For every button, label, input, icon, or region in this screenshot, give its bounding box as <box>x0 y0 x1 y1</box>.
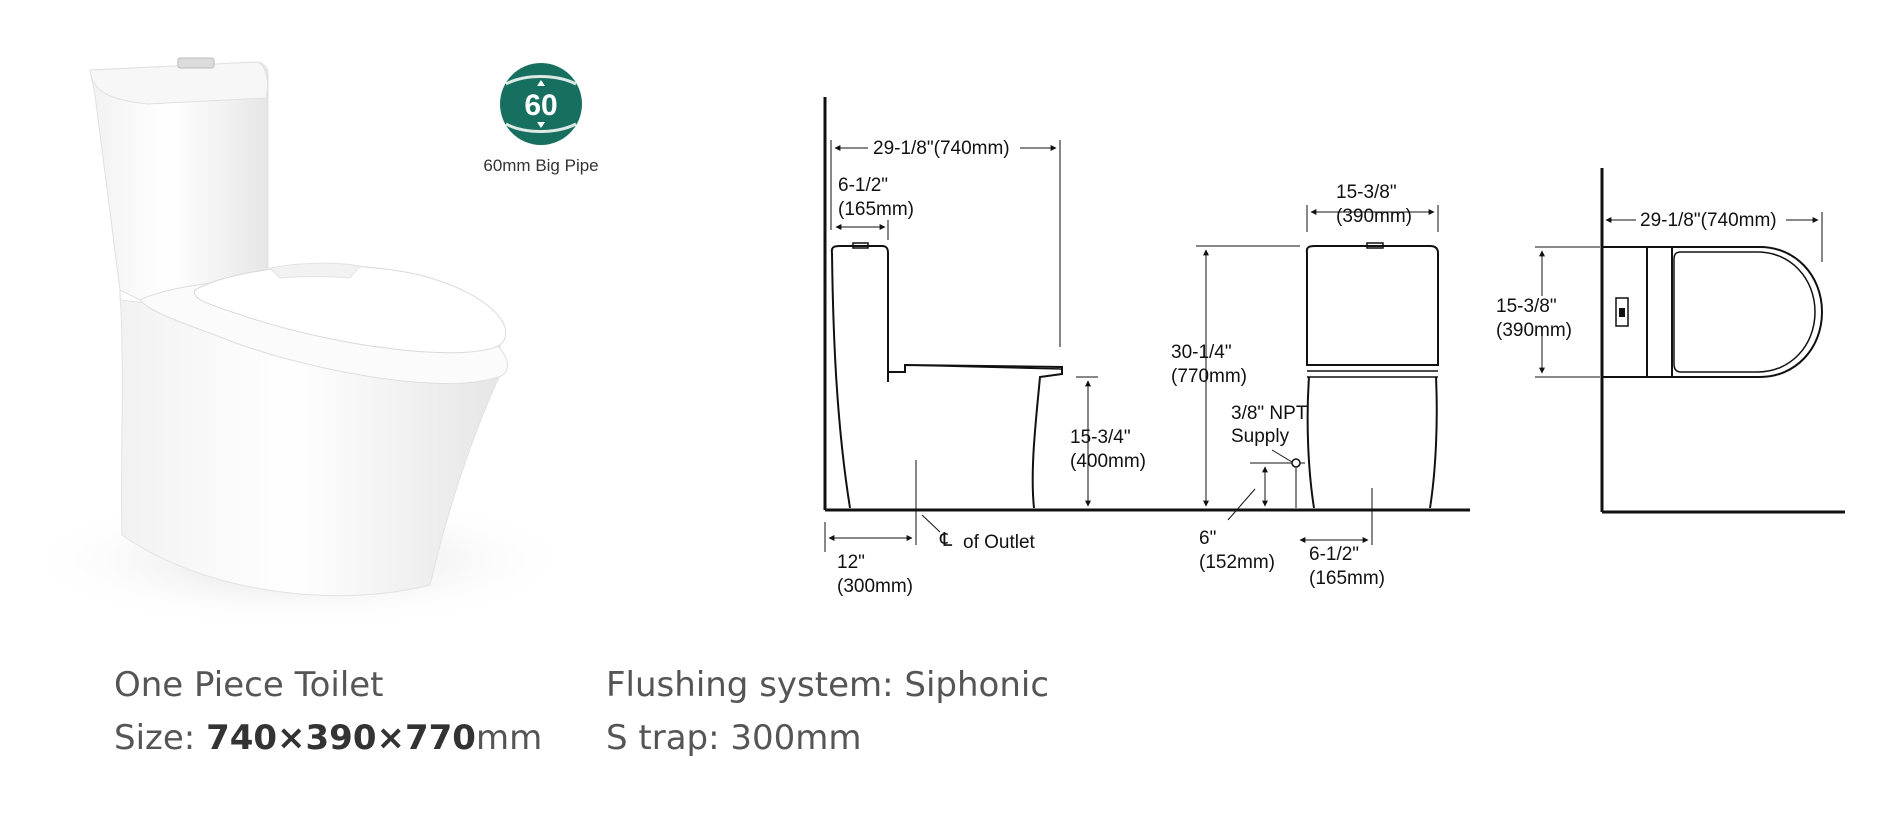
outlet-symbol: ℄ <box>939 530 953 551</box>
size-unit: mm <box>475 718 543 758</box>
flushing-system: Flushing system: Siphonic <box>606 665 1050 705</box>
top-depth-label: 29-1/8"(740mm) <box>1640 210 1777 231</box>
trap-spec: S trap: 300mm <box>606 718 862 758</box>
side-offset-in: 6-1/2" <box>838 175 888 196</box>
top-width-in: 15-3/8" <box>1496 296 1557 317</box>
height-mm: (770mm) <box>1171 366 1247 387</box>
seat-height-mm: (400mm) <box>1070 451 1146 472</box>
badge-number: 60 <box>524 89 557 122</box>
top-width-mm: (390mm) <box>1496 320 1572 341</box>
height-in: 30-1/4" <box>1171 342 1232 363</box>
top-view-drawing: 29-1/8"(740mm) 15-3/8" (390mm) <box>1496 168 1845 514</box>
product-name: One Piece Toilet <box>114 665 384 705</box>
toilet-photo <box>20 57 580 630</box>
rough-in-mm: (300mm) <box>837 576 913 597</box>
supply-offset-in: 6-1/2" <box>1309 544 1359 565</box>
supply-height-in: 6" <box>1199 528 1216 549</box>
front-view-drawing: 15-3/8" (390mm) 30-1/4" (770mm) 3/8" NPT… <box>1171 182 1439 589</box>
side-offset-mm: (165mm) <box>838 199 914 220</box>
rough-in-in: 12" <box>837 552 865 573</box>
front-width-in: 15-3/8" <box>1336 182 1397 203</box>
supply-label-1: 3/8" NPT <box>1231 403 1308 424</box>
product-size: Size: 740×390×770mm <box>114 718 542 758</box>
badge-caption: 60mm Big Pipe <box>483 156 598 175</box>
supply-offset-mm: (165mm) <box>1309 568 1385 589</box>
supply-label-2: Supply <box>1231 426 1290 447</box>
badge-circle <box>500 63 582 145</box>
seat-height-in: 15-3/4" <box>1070 427 1131 448</box>
size-prefix: Size: <box>114 718 207 758</box>
side-view-drawing: 29-1/8"(740mm) 6-1/2" (165mm) 15-3/4" (4… <box>823 97 1470 597</box>
big-pipe-badge: 60 60mm Big Pipe <box>483 63 599 175</box>
front-width-mm: (390mm) <box>1336 206 1412 227</box>
size-value: 740×390×770 <box>206 718 476 758</box>
side-depth-label: 29-1/8"(740mm) <box>873 138 1010 159</box>
supply-height-mm: (152mm) <box>1199 552 1275 573</box>
outlet-label: of Outlet <box>963 532 1036 553</box>
